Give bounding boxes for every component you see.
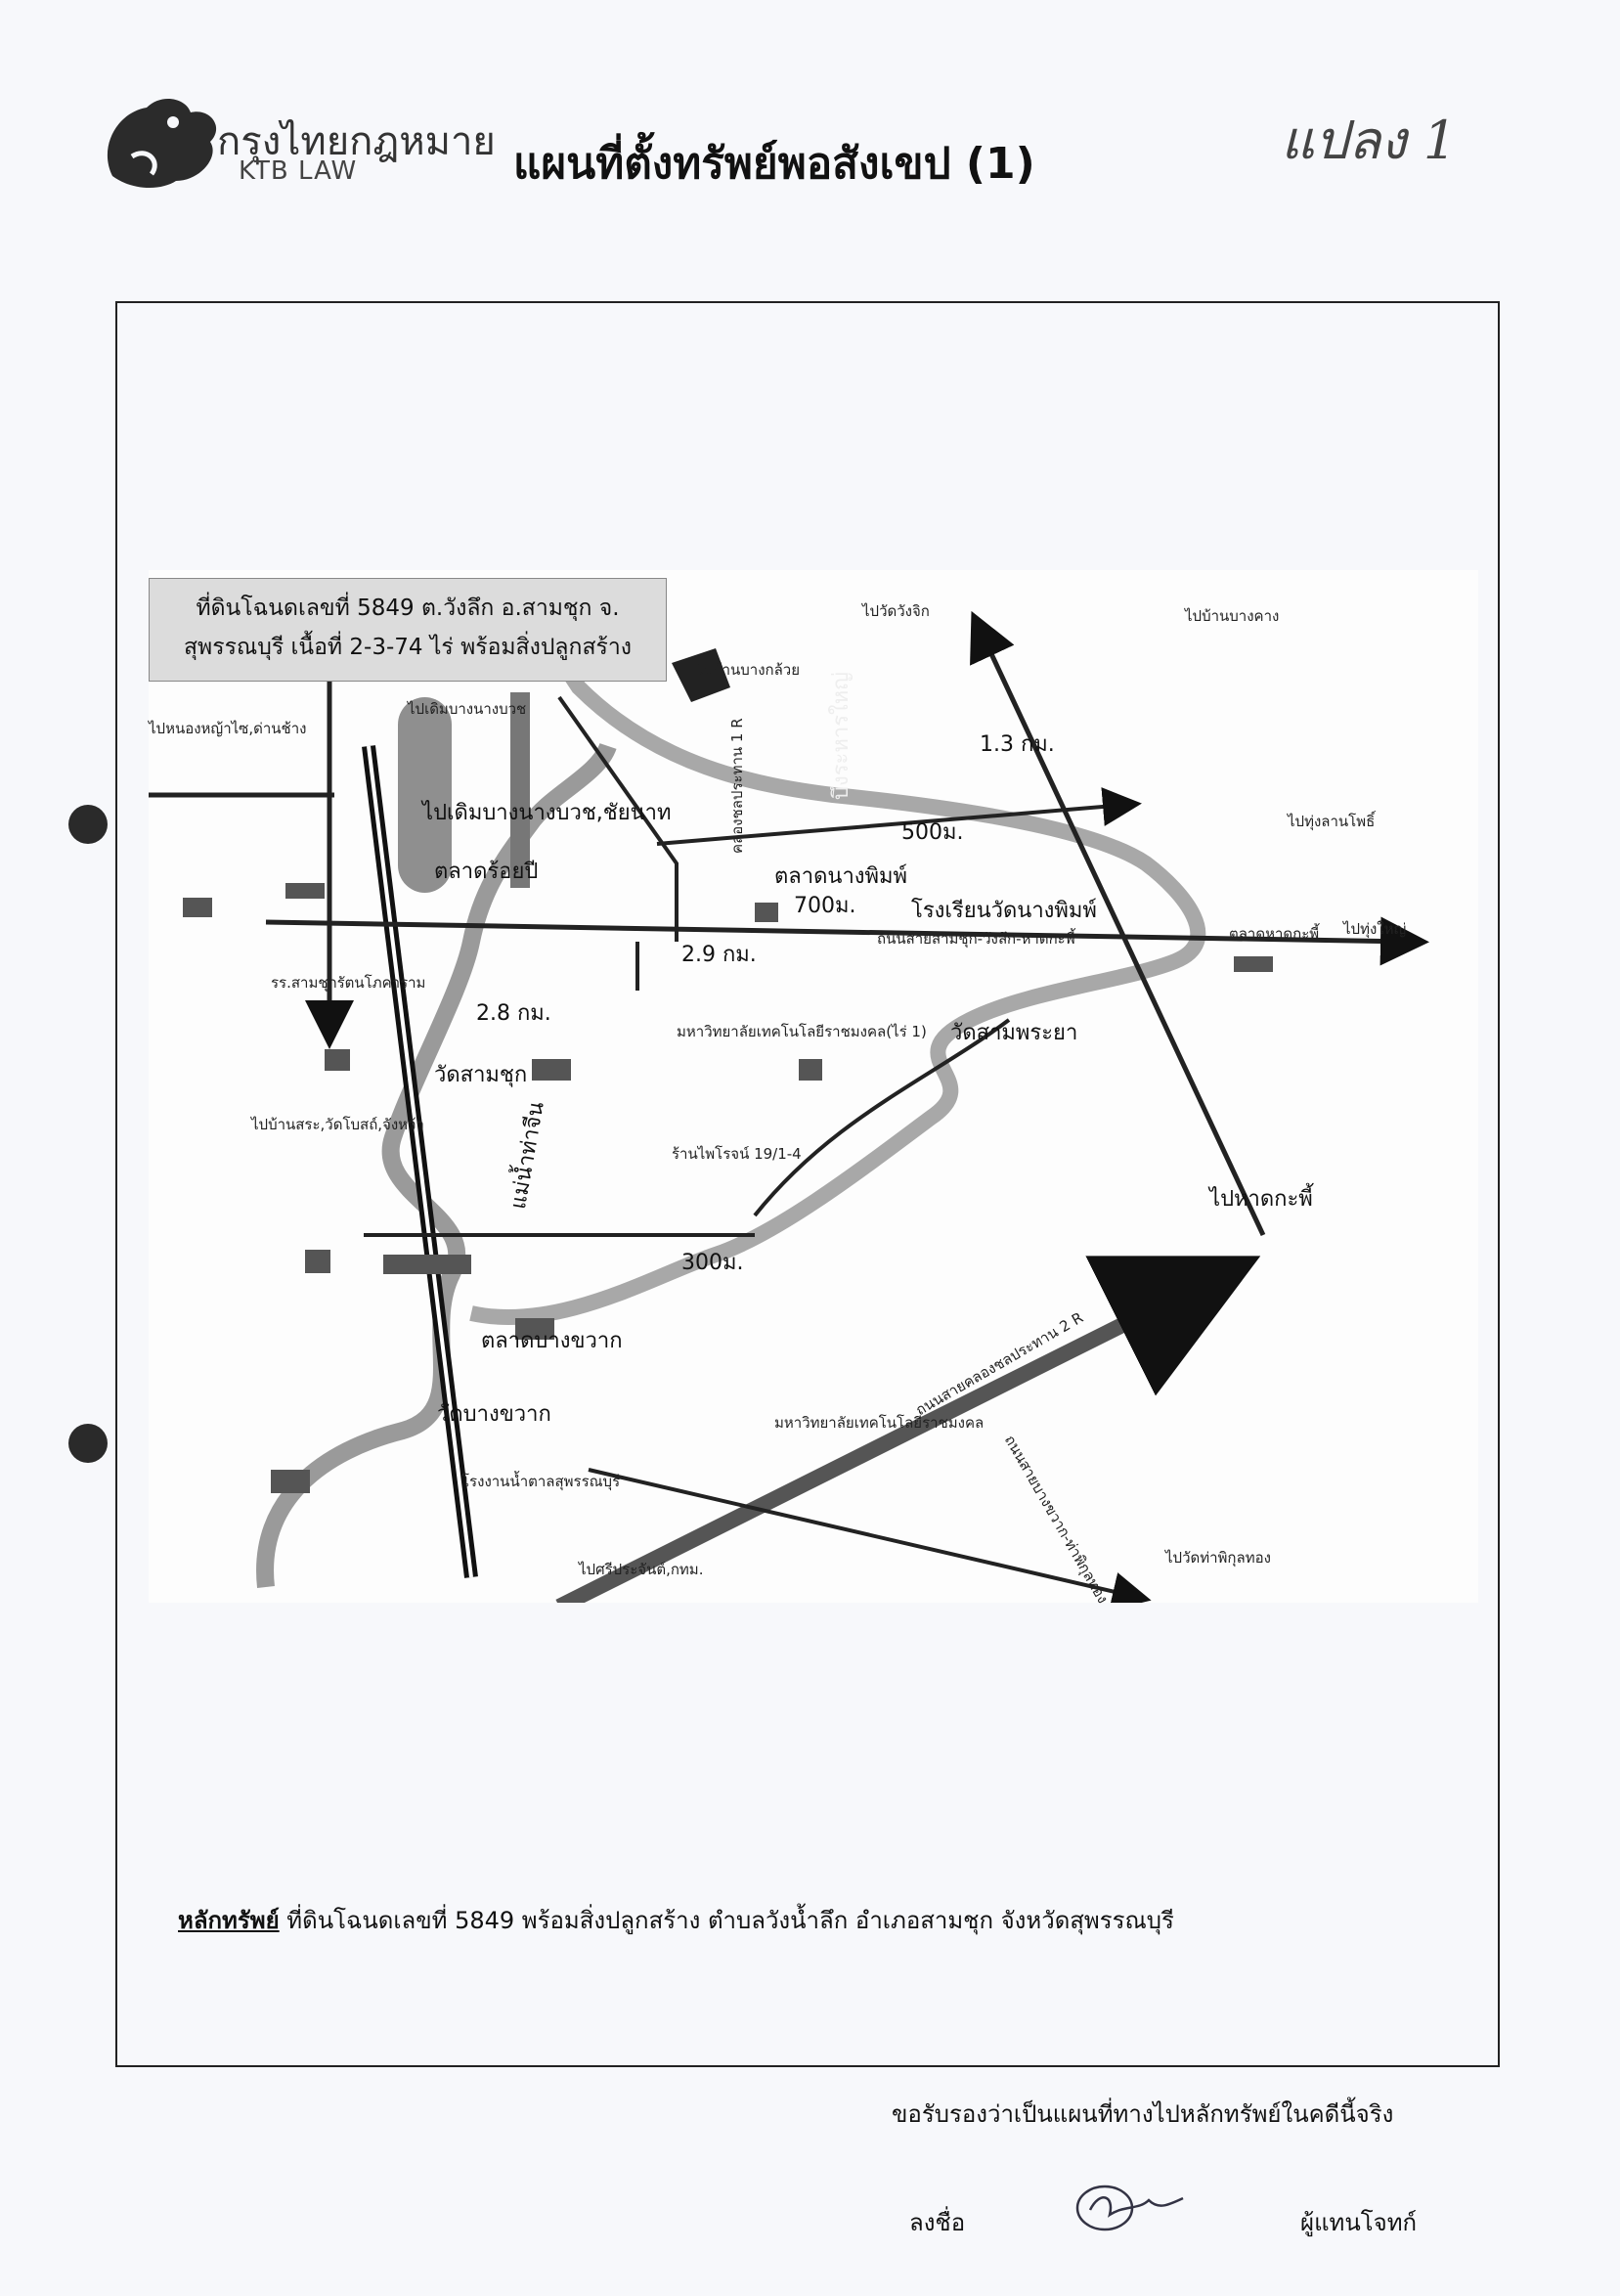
label-school-samchuk: รร.สามชุกรัตนโภคาราม: [271, 974, 426, 992]
info-line-1: ที่ดินโฉนดเลขที่ 5849 ต.วังลึก อ.สามชุก …: [196, 596, 620, 621]
school-samchuk-icon: [183, 898, 212, 917]
school-nang-phim-icon: [755, 903, 778, 922]
label-dist-300m: 300ม.: [681, 1251, 744, 1275]
label-to-ban-bang-kham: ไปบ้านบางคาง: [1185, 607, 1280, 625]
label-sugar-factory: โรงงานน้ำตาลสุพรรณบุรี: [461, 1473, 621, 1490]
wat-sam-phraya-icon: [799, 1059, 822, 1081]
label-dist-700m: 700ม.: [794, 894, 856, 918]
label-bueng: บึงระหารใหญ่: [829, 671, 854, 800]
label-to-wat-wang-chik: ไปวัดวังจิก: [862, 602, 930, 620]
label-dist-1-3km: 1.3 กม.: [980, 732, 1055, 757]
info-line-2: สุพรรณบุรี เนื้อที่ 2-3-74 ไร่ พร้อมสิ่ง…: [184, 635, 632, 660]
label-dist-500m: 500ม.: [901, 820, 964, 845]
label-to-thung-lan-pho: ไปทุ่งลานโพธิ์: [1288, 813, 1376, 830]
punch-hole-top: [68, 805, 108, 844]
label-wat-bang-khwak: วัดบางขวาก: [437, 1402, 551, 1427]
sugar-factory-icon: [271, 1470, 310, 1493]
label-dist-2-8km: 2.8 กม.: [476, 1001, 551, 1026]
market-roi-pi-icon: [285, 883, 325, 899]
handwritten-note: แปลง 1: [1281, 110, 1458, 171]
page-title: แผนที่ตั้งทรัพย์พอสังเขป (1): [513, 139, 1035, 189]
label-to-sriprachan: ไปศรีประจันต์,กทม.: [579, 1561, 704, 1578]
label-market-roi-pi: ตลาดร้อยปี: [434, 860, 539, 884]
road-wang-chik: [557, 695, 679, 942]
map-drawing: [149, 598, 1429, 1603]
location-map: ที่ดินโฉนดเลขที่ 5849 ต.วังลึก อ.สามชุก …: [149, 570, 1478, 1607]
market-hat-kaphi-icon: [1234, 956, 1273, 972]
signer-role: ผู้แทนโจทก์: [1300, 2209, 1418, 2236]
label-nang-phim: ตลาดนางพิมพ์: [774, 864, 908, 889]
bueng-lake: [398, 697, 452, 893]
market-bang-khwak-icon: [383, 1255, 471, 1274]
caption-text: ที่ดินโฉนดเลขที่ 5849 พร้อมสิ่งปลูกสร้าง…: [279, 1907, 1174, 1934]
tech-uni-1-icon: [532, 1059, 571, 1081]
garuda-logo: [107, 98, 217, 188]
handwritten-signature: [1075, 2185, 1184, 2231]
caption-key: หลักทรัพย์: [178, 1907, 280, 1934]
road-lan-pho: [656, 787, 1142, 846]
label-to-thung-yai: ไปทุ่งใหญ่: [1343, 920, 1407, 938]
label-wat-samchuk: วัดสามชุก: [434, 1063, 528, 1087]
label-wat-sam-phraya: วัดสามพระยา: [950, 1021, 1078, 1045]
label-school-nang-phim: โรงเรียนวัดนางพิมพ์: [911, 899, 1097, 923]
wat-samchuk-icon: [325, 1049, 350, 1071]
label-to-dan-chang: ไปเดิมบางนางบวช: [408, 700, 527, 718]
certification-text: ขอรับรองว่าเป็นแผนที่ทางไปหลักทรัพย์ในคด…: [892, 2100, 1394, 2128]
river-bang-khwak: [469, 598, 1206, 1325]
label-shop-19: ร้านไพโรจน์ 19/1-4: [672, 1145, 802, 1163]
label-to-ban-nong: ไปบ้านบางกล้วย: [696, 661, 801, 679]
label-dist-2-9km: 2.9 กม.: [681, 943, 757, 967]
road-diag: [753, 1018, 1011, 1217]
canal-1r: [510, 692, 530, 888]
property-info-box: ที่ดินโฉนดเลขที่ 5849 ต.วังลึก อ.สามชุก …: [149, 578, 667, 682]
label-market-bang-khwak: ตลาดบางขวาก: [481, 1329, 623, 1353]
label-market-hat-kaphi: ตลาดหาดกะพี้: [1229, 925, 1320, 943]
tech-uni-2-icon: [515, 1318, 554, 1340]
label-tech-uni-2: มหาวิทยาลัยเทคโนโลยีราชมงคล: [774, 1414, 985, 1432]
map-frame: [115, 301, 1500, 2067]
label-to-nong-ya: ไปหนองหญ้าไซ,ด่านช้าง: [149, 720, 307, 737]
label-to-hat-kaphi: ไปหาดกะพี้: [1209, 1187, 1313, 1212]
label-to-wat-tha-phikun: ไปวัดท่าพิกุลทอง: [1165, 1549, 1271, 1567]
logo-text-thai: กรุงไทยกฎหมาย: [217, 119, 496, 164]
label-road-samchuk: ถนนสายสามชุก-วังลึก-หาดกะพี้: [877, 930, 1075, 948]
label-tech-uni-1: มหาวิทยาลัยเทคโนโลยีราชมงคล(ไร่ 1): [677, 1023, 927, 1040]
property-caption: หลักทรัพย์ ที่ดินโฉนดเลขที่ 5849 พร้อมสิ…: [178, 1901, 1174, 1939]
road-bang-kham: [970, 610, 1266, 1237]
signature-label: ลงชื่อ: [909, 2209, 966, 2236]
road-tha-phikun: [588, 1468, 1152, 1603]
label-to-doem-bang: ไปเดิมบางนางบวช,ชัยนาท: [422, 801, 672, 825]
road-hat-kaphi: [555, 1256, 1261, 1603]
logo-text-english: KTB LAW: [239, 156, 358, 186]
label-canal-1r: คลองชลประทาน 1 R: [728, 718, 746, 854]
wat-bang-khwak-icon: [305, 1250, 330, 1273]
punch-hole-bottom: [68, 1424, 108, 1463]
label-to-ban-sra: ไปบ้านสระ,วัดโบสถ์,จังหว้า: [251, 1116, 424, 1133]
road-east-west: [265, 916, 1429, 966]
property-parcel: [672, 648, 730, 702]
